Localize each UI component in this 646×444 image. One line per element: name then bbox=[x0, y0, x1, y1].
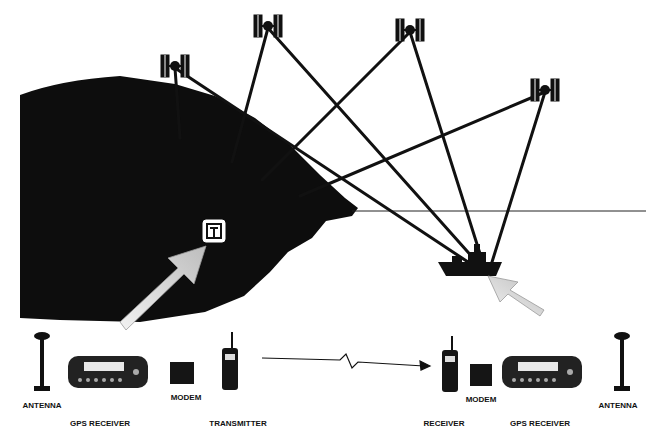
gps-satellite bbox=[161, 15, 559, 101]
equipment-label: RECEIVER bbox=[424, 420, 465, 428]
modem-left bbox=[170, 362, 194, 384]
gps-receiver-right bbox=[502, 356, 582, 388]
coastline-land bbox=[20, 76, 358, 322]
antenna-label: ANTENNA bbox=[22, 402, 61, 410]
reference-station-icon bbox=[203, 220, 225, 242]
antenna-left bbox=[34, 332, 50, 391]
antenna-label: ANTENNA bbox=[598, 402, 637, 410]
equipment-label: GPS RECEIVER bbox=[70, 420, 130, 428]
gps-receiver-left bbox=[68, 356, 148, 388]
equipment-label: MODEM bbox=[466, 396, 497, 404]
receiver-radio bbox=[442, 336, 458, 392]
satellite-signals bbox=[175, 28, 545, 262]
sea-horizon bbox=[352, 211, 646, 212]
radio-link-arrow bbox=[262, 354, 430, 370]
equipment-label: GPS RECEIVER bbox=[510, 420, 570, 428]
equipment-label: TRANSMITTER bbox=[209, 420, 266, 428]
pointer-arrow bbox=[488, 276, 544, 316]
antenna-right bbox=[614, 332, 630, 391]
ship bbox=[438, 244, 502, 276]
modem-right bbox=[470, 364, 492, 386]
transmitter bbox=[222, 332, 238, 390]
pointer-arrow bbox=[120, 246, 206, 330]
equipment-label: MODEM bbox=[171, 394, 202, 402]
